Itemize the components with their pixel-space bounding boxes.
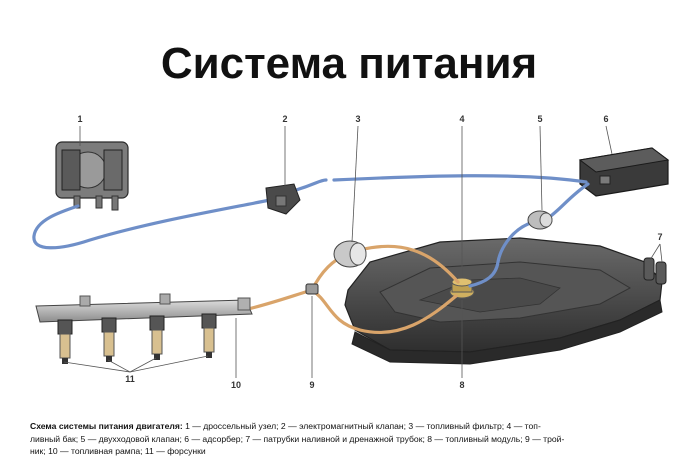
caption-heading: Схема системы питания двигателя: (30, 421, 183, 431)
label-8: 8 (459, 380, 464, 390)
two-way-valve (527, 210, 553, 230)
fuel-rail (35, 293, 253, 323)
figure-caption: Схема системы питания двигателя: 1 — дро… (30, 420, 676, 458)
injector-1 (57, 319, 73, 364)
caption-line-1: 1 — дроссельный узел; 2 — электромагнитн… (182, 421, 541, 431)
injector-2 (101, 317, 117, 362)
label-5: 5 (537, 114, 542, 124)
electromagnetic-valve (265, 183, 301, 215)
label-11: 11 (125, 374, 135, 384)
fuel-filter (333, 240, 367, 268)
label-2: 2 (282, 114, 287, 124)
page-title: Система питания (160, 39, 538, 88)
filler-drain-pipes (643, 257, 667, 285)
vapor-lines (32, 174, 590, 288)
injectors (57, 313, 217, 364)
label-6: 6 (603, 114, 608, 124)
caption-line-3: ник; 10 — топливная рампа; 11 — форсунки (30, 446, 206, 456)
throttle-body (55, 141, 129, 211)
label-9: 9 (309, 380, 314, 390)
injector-3 (149, 315, 165, 360)
fuel-tank (344, 237, 663, 365)
leader-lines (63, 125, 663, 378)
label-3: 3 (355, 114, 360, 124)
injector-4 (201, 313, 217, 358)
fuel-module (449, 277, 475, 299)
label-10: 10 (231, 380, 241, 390)
label-1: 1 (77, 114, 82, 124)
label-7: 7 (657, 232, 662, 242)
caption-line-2: ливный бак; 5 — двухходовой клапан; 6 — … (30, 433, 565, 444)
fuel-system-diagram: 1 2 3 4 5 6 7 8 9 10 11 (32, 114, 670, 390)
label-4: 4 (459, 114, 464, 124)
adsorber (578, 147, 670, 197)
tee-fitting (305, 283, 319, 295)
